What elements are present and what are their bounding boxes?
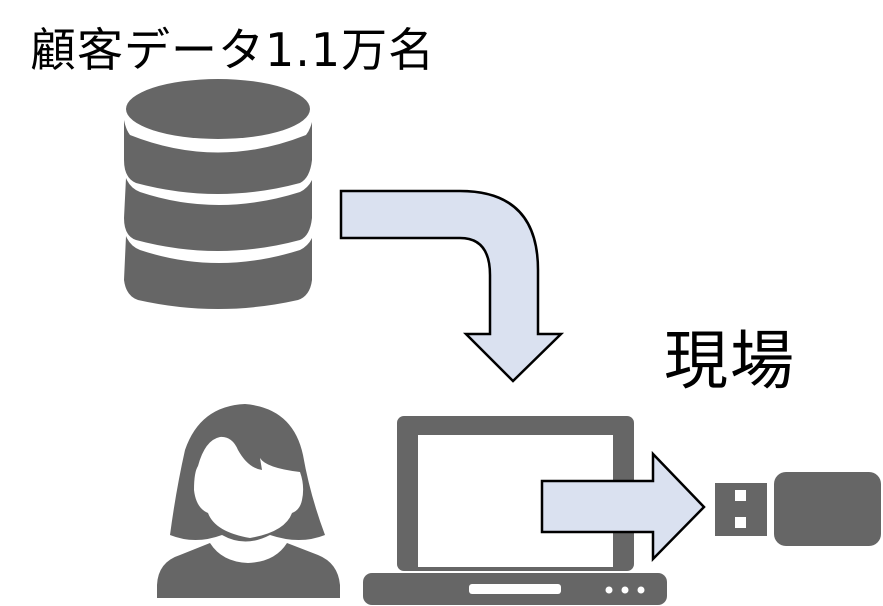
site-label: 現場 <box>664 325 796 399</box>
database-layer-2 <box>124 178 312 251</box>
laptop-dot-2 <box>621 586 629 594</box>
curved-arrow-down-icon <box>339 189 565 383</box>
usb-pin-2 <box>735 517 746 528</box>
database-layer-3 <box>124 236 312 309</box>
database-layer-1 <box>124 120 312 194</box>
usb-drive-icon <box>715 472 881 546</box>
database-icon <box>124 79 312 309</box>
customer-data-label: 顧客データ1.1万名 <box>30 23 436 77</box>
laptop-dot-1 <box>605 586 613 594</box>
person-body <box>157 543 340 598</box>
arrow-right-icon <box>540 450 706 563</box>
database-top-disk <box>126 79 310 139</box>
usb-pin-1 <box>735 490 746 501</box>
laptop-trackpad <box>469 584 561 594</box>
usb-body <box>774 472 881 546</box>
person-face <box>194 436 304 538</box>
laptop-dot-3 <box>637 586 645 594</box>
person-icon <box>157 404 340 598</box>
